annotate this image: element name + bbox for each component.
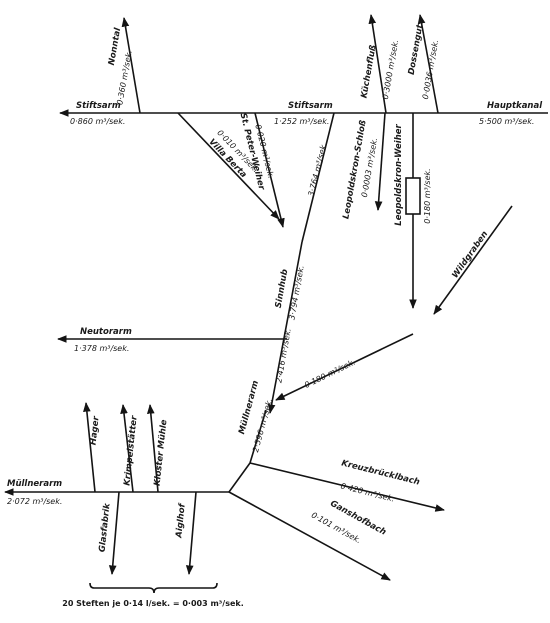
hager-branch <box>83 402 96 493</box>
kuechenfluss-label: Küchenfluß <box>359 44 378 99</box>
klostermuehle-branch <box>146 404 159 493</box>
sinnhub-flow: 3·794 m³/sek. <box>287 265 305 321</box>
kuechenfluss-branch <box>368 14 387 114</box>
flow-0180-line <box>275 333 414 401</box>
stiftsarm-mid-label: Stiftsarm <box>288 101 333 111</box>
hager-label: Hager <box>89 415 102 446</box>
nonntal-branch <box>121 17 141 114</box>
footer-note: 20 Steften je 0·14 l/sek. = 0·003 m³/sek… <box>62 599 244 608</box>
kreuzbruecklbach-line <box>249 462 445 512</box>
hauptkanal-label: Hauptkanal <box>487 101 543 111</box>
flow-3764-label: 3·764 m³/sek. <box>307 141 329 197</box>
klostermuehle-label: Kloster Mühle <box>153 419 170 487</box>
nonntal-label: Nonntal <box>107 26 124 66</box>
flow-2416-label: 2·416 m³/sek. <box>274 328 292 384</box>
muellnerarm-vertical-line <box>249 409 267 464</box>
aiglhof-label: Aiglhof <box>174 502 188 539</box>
hauptkanal-flow: 5·500 m³/sek. <box>479 117 534 126</box>
footer-brace <box>89 582 218 594</box>
neutorarm-label: Neutorarm <box>80 327 132 337</box>
ganshofbach-line <box>228 491 391 581</box>
schloss-branch <box>374 112 386 211</box>
villa-berta-branch <box>177 112 280 220</box>
glasfabrik-branch <box>108 491 120 575</box>
muellnerarm-left-label: Müllnerarm <box>7 479 62 489</box>
neutorarm-flow: 1·378 m³/sek. <box>74 344 129 353</box>
st-peter-weiher-branch <box>254 112 285 228</box>
flow-3764-line <box>301 112 335 243</box>
flow-0180-low-label: 0·180 m³/sek. <box>303 358 357 390</box>
lk-weiher-flow: 0·180 m³/sek. <box>423 168 432 223</box>
glasfabrik-label: Glasfabrik <box>97 502 112 553</box>
wildgraben-label: Wildgraben <box>450 229 490 280</box>
lk-weiher-pond <box>405 177 421 215</box>
aiglhof-branch <box>185 491 197 575</box>
stiftsarm-left-label: Stiftsarm <box>76 101 121 111</box>
sinnhub-line <box>267 241 303 414</box>
muellnerarm-low-link <box>228 462 251 493</box>
dossengut-label: Dossengut <box>407 23 426 76</box>
kreuzbruecklbach-flow: 0·420 m³/sek. <box>340 482 396 504</box>
dossengut-branch <box>417 14 439 114</box>
sinnhub-label: Sinnhub <box>274 268 291 308</box>
krimpelstaetter-branch <box>120 404 134 493</box>
wildgraben-line <box>433 205 513 315</box>
kuechenfluss-flow: 0·3000 m³/sek. <box>381 39 400 100</box>
lk-weiher-label: Leopoldskron-Weiher <box>394 123 404 225</box>
stiftsarm-mid-flow: 1·252 m³/sek. <box>274 117 329 126</box>
muellnerarm-left-flow: 2·072 m³/sek. <box>7 497 62 506</box>
stiftsarm-left-flow: 0·860 m³/sek. <box>70 117 125 126</box>
dossengut-flow: 0·0036 m³/sek. <box>421 39 440 100</box>
